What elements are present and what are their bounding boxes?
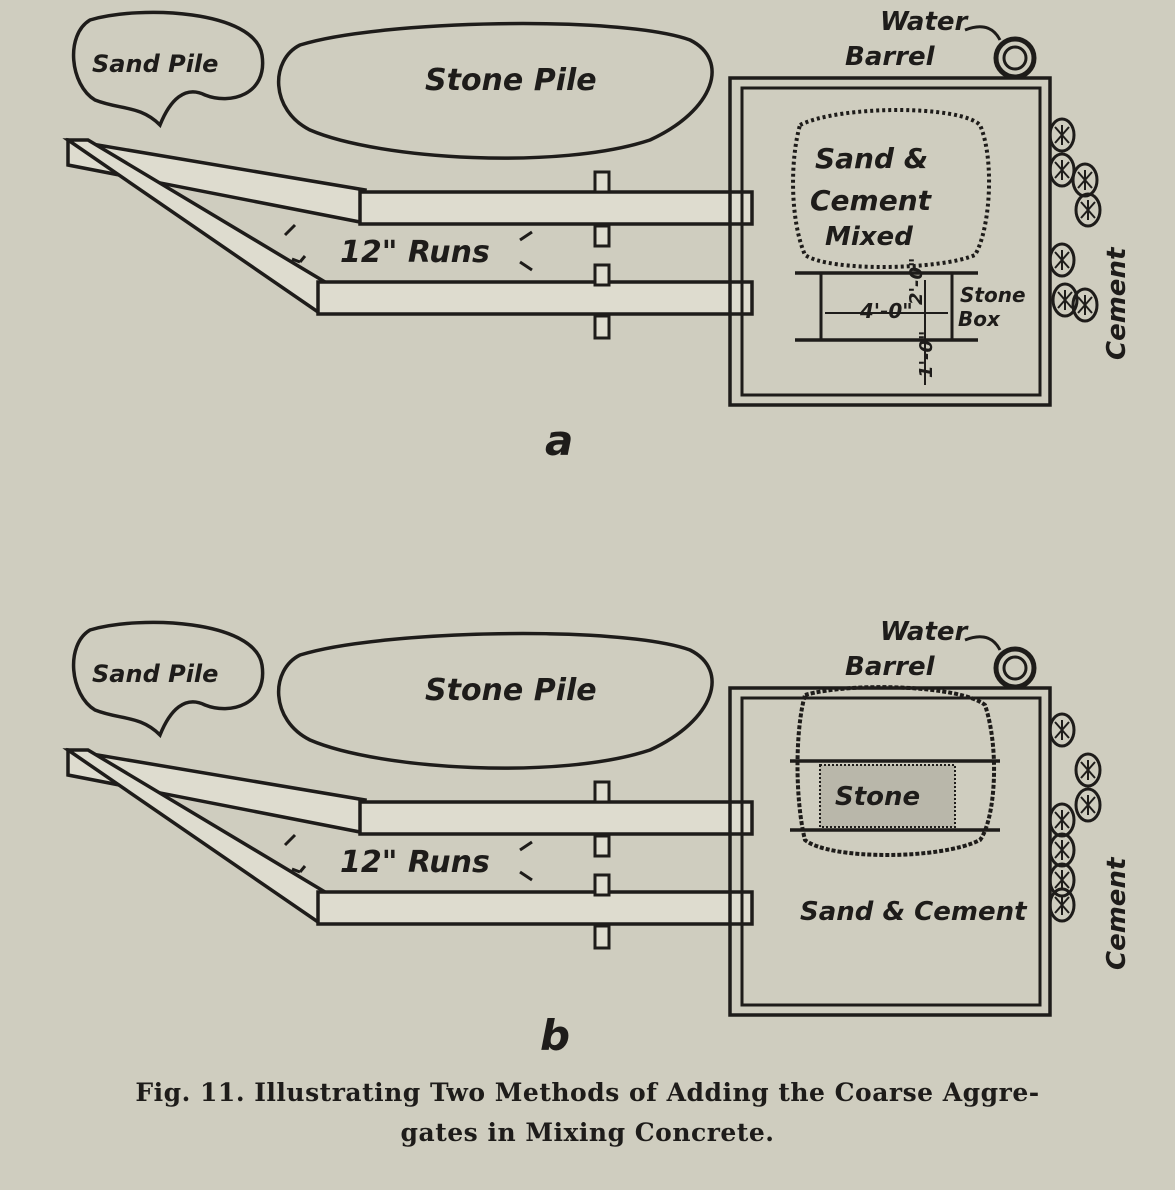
- mix-label-2: Cement: [810, 184, 933, 217]
- cement-bag-mark: [1080, 200, 1096, 220]
- cement-bag-mark: [1077, 170, 1093, 190]
- runs-label: 12" Runs: [340, 235, 490, 270]
- cement-bag-mark: [1054, 250, 1070, 270]
- sand-pile-label: Sand Pile: [92, 660, 218, 688]
- runway-upper: [358, 190, 754, 226]
- cement-bag-mark: [1054, 720, 1070, 740]
- stone-pile: [277, 631, 714, 770]
- mixing-platform-outer: [728, 76, 1052, 407]
- cement-bag: [1074, 787, 1102, 823]
- caption-line-1: Fig. 11. Illustrating Two Methods of Add…: [135, 1078, 1040, 1107]
- runway-post: [593, 224, 611, 248]
- mix-label-3: Mixed: [825, 222, 913, 252]
- stone-box-label-2: Box: [958, 307, 1001, 331]
- cement-bag: [1074, 192, 1102, 228]
- cement-bag: [1048, 802, 1076, 838]
- runway-post: [593, 170, 611, 194]
- runs-arrows: [283, 833, 533, 882]
- runway-post: [593, 780, 611, 804]
- dim-length-label: 4'-0": [859, 299, 913, 323]
- water-barrel-inner: [1002, 655, 1028, 681]
- cement-bag-mark: [1054, 895, 1070, 915]
- sand-pile-label: Sand Pile: [92, 50, 218, 78]
- cement-bag: [1048, 887, 1076, 923]
- runway-post: [593, 834, 611, 858]
- runway-lower: [316, 890, 754, 926]
- dim-offset-label: 1'-0": [916, 331, 937, 378]
- stone-in-box: [819, 764, 956, 828]
- runway-incline-upper: [66, 137, 367, 225]
- runway-post: [593, 263, 611, 287]
- cement-label: Cement: [1102, 856, 1132, 970]
- mix-label-1: Sand &: [815, 142, 928, 175]
- panel-b: Sand Pile Stone Pile 12" Runs WaterBarrelCe…: [62, 617, 1132, 1060]
- water-barrel-icon: [993, 36, 1037, 80]
- panel-label-a: a: [545, 416, 573, 465]
- stone-pile-label: Stone Pile: [425, 673, 597, 708]
- cement-bag-mark: [1054, 125, 1070, 145]
- cement-label: Cement: [1102, 246, 1132, 360]
- cement-bag-mark: [1080, 760, 1096, 780]
- cement-bag-mark: [1054, 840, 1070, 860]
- barrel-label: Barrel: [845, 652, 936, 682]
- cement-bag: [1048, 712, 1076, 748]
- cement-bag: [1048, 832, 1076, 868]
- cement-bag: [1048, 117, 1076, 153]
- stone-box-label-1: Stone: [960, 283, 1026, 307]
- sand-pile: [71, 10, 265, 129]
- caption-line-2: gates in Mixing Concrete.: [400, 1118, 775, 1147]
- cement-bag-mark: [1080, 795, 1096, 815]
- cement-bag: [1071, 287, 1099, 323]
- water-label: Water: [880, 617, 970, 647]
- mixing-platform-inner: [740, 86, 1042, 397]
- runway-post: [593, 873, 611, 897]
- sand-pile: [71, 620, 265, 739]
- runway-post: [593, 314, 611, 340]
- cement-bag-mark: [1054, 810, 1070, 830]
- dim-width-label: 2'-0": [906, 258, 927, 305]
- runway-post: [593, 924, 611, 950]
- water-arrow: [964, 25, 1002, 41]
- mixing-platform-outer: [728, 686, 1052, 1017]
- panel-a: Sand Pile Stone Pile 12" Runs WaterBarrelCe…: [62, 7, 1132, 465]
- stone-pile-label: Stone Pile: [425, 63, 597, 98]
- runway-incline-upper: [66, 747, 367, 835]
- panel-label-b: b: [540, 1011, 570, 1060]
- cement-bag-mark: [1054, 870, 1070, 890]
- stone-label: Stone: [835, 782, 920, 812]
- mixing-platform-inner: [740, 696, 1042, 1007]
- cement-bag-mark: [1054, 160, 1070, 180]
- cement-bag: [1048, 242, 1076, 278]
- water-arrow: [964, 635, 1002, 651]
- cement-bag: [1051, 282, 1079, 318]
- runs-label: 12" Runs: [340, 845, 490, 880]
- water-label: Water: [880, 7, 970, 37]
- runway-lower: [316, 280, 754, 316]
- runway-upper: [358, 800, 754, 836]
- stone-pile: [277, 21, 714, 160]
- runs-arrows: [283, 223, 533, 272]
- cement-bag: [1074, 752, 1102, 788]
- water-barrel-inner: [1002, 45, 1028, 71]
- sand-cement-label: Sand & Cement: [800, 897, 1028, 927]
- water-barrel-icon: [993, 646, 1037, 690]
- cement-bag-mark: [1057, 290, 1073, 310]
- sand-cement-around-stone: [795, 685, 997, 857]
- cement-bag-mark: [1077, 295, 1093, 315]
- barrel-label: Barrel: [845, 42, 936, 72]
